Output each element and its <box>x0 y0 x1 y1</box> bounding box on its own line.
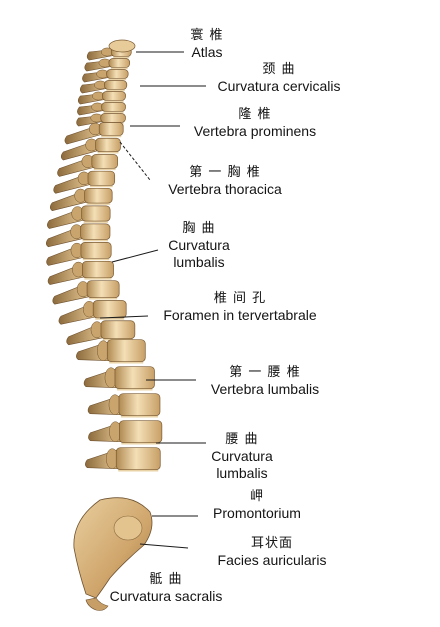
label-cervical: 颈 曲 Curvatura cervicalis <box>204 61 354 95</box>
label-lumbar-curve-la2: lumbalis <box>216 465 268 481</box>
label-promontorium: 岬 Promontorium <box>200 488 314 522</box>
leader-line <box>111 249 159 263</box>
label-prominens-la: Vertebra prominens <box>193 123 317 139</box>
vertebral-body <box>100 320 136 340</box>
sacrum <box>73 497 153 611</box>
vertebral-body <box>80 223 111 240</box>
atlas-vertebra <box>108 39 136 53</box>
label-lumbalis-cn: 第 一 腰 椎 <box>229 365 301 380</box>
label-cervical-la: Curvatura cervicalis <box>217 78 341 94</box>
vertebral-body <box>81 205 111 222</box>
leader-line <box>119 141 151 181</box>
vertebral-body <box>106 339 146 363</box>
label-foramen: 椎 间 孔 Foramen in tervertabrale <box>148 290 332 324</box>
label-foramen-cn: 椎 间 孔 <box>213 291 267 306</box>
vertebral-body <box>101 102 126 112</box>
vertebral-body <box>100 113 126 123</box>
label-thoracica-la: Vertebra thoracica <box>168 181 282 197</box>
vertebral-body <box>102 91 126 101</box>
label-lumbar-curve: 腰 曲 Curvatura lumbalis <box>204 431 280 482</box>
leader-line <box>139 543 189 549</box>
label-prominens-cn: 隆 椎 <box>238 107 272 122</box>
vertebral-body <box>91 154 118 169</box>
spinous-processes <box>45 47 122 470</box>
label-atlas: 寰 椎 Atlas <box>182 27 232 61</box>
vertebral-body <box>106 69 129 79</box>
label-lumbar-curve-cn: 腰 曲 <box>225 432 259 447</box>
label-prominens: 隆 椎 Vertebra prominens <box>180 106 330 140</box>
vertebral-body <box>92 300 127 319</box>
label-cervical-cn: 颈 曲 <box>262 62 296 77</box>
leader-line <box>99 315 149 319</box>
label-foramen-la: Foramen in tervertabrale <box>163 307 317 323</box>
vertebral-body <box>86 280 120 299</box>
label-lumbalis-la: Vertebra lumbalis <box>210 381 320 397</box>
vertebral-body <box>114 366 155 390</box>
vertebral-body <box>104 80 128 90</box>
label-promontorium-la: Promontorium <box>213 505 301 521</box>
vertebral-body <box>115 447 161 471</box>
label-sacral: 骶 曲 Curvatura sacralis <box>98 571 234 605</box>
label-auricularis-la: Facies auricularis <box>217 552 327 568</box>
label-thoracica: 第 一 胸 椎 Vertebra thoracica <box>154 164 296 198</box>
label-sacral-la: Curvatura sacralis <box>109 588 223 604</box>
label-lumbalis: 第 一 腰 椎 Vertebra lumbalis <box>196 364 334 398</box>
vertebral-body <box>108 58 131 68</box>
label-thoracic-curve-cn: 胸 曲 <box>182 221 216 236</box>
label-auricularis-cn: 耳状面 <box>250 536 293 551</box>
vertebral-body <box>98 122 124 136</box>
vertebral-body <box>87 170 116 186</box>
label-thoracic-curve-la2: lumbalis <box>173 254 225 270</box>
label-lumbar-curve-la1: Curvatura <box>211 448 273 464</box>
label-auricularis: 耳状面 Facies auricularis <box>206 535 338 569</box>
vertebral-body <box>118 393 161 417</box>
label-atlas-la: Atlas <box>191 44 223 60</box>
vertebral-body <box>82 260 114 279</box>
vertebral-bodies <box>80 39 163 472</box>
coccyx-bone <box>85 597 109 611</box>
vertebral-body <box>80 242 112 259</box>
label-sacral-cn: 骶 曲 <box>149 572 183 587</box>
label-atlas-cn: 寰 椎 <box>190 28 224 43</box>
auricular-surface <box>113 515 143 541</box>
leader-lines <box>99 51 206 549</box>
label-thoracic-curve-la1: Curvatura <box>168 237 230 253</box>
vertebral-body <box>84 187 113 204</box>
label-thoracic-curve: 胸 曲 Curvatura lumbalis <box>160 220 238 271</box>
label-thoracica-cn: 第 一 胸 椎 <box>189 165 261 180</box>
label-promontorium-cn: 岬 <box>249 489 264 504</box>
vertebral-body <box>119 420 163 444</box>
vertebral-body <box>95 137 121 153</box>
